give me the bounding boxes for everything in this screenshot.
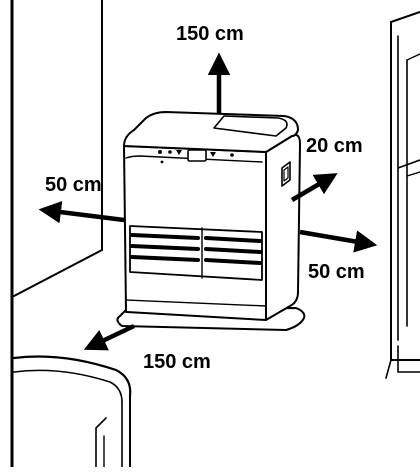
clearance-label-front: 150 cm [143,351,211,373]
clearance-label-top: 150 cm [176,23,244,45]
furniture-corner [12,355,132,468]
arrow-right [299,229,378,253]
heater-illustration [116,111,306,331]
clearance-label-right-back: 20 cm [306,135,363,157]
arrow-right-back [290,173,338,202]
clearance-label-left: 50 cm [45,174,102,196]
clearance-arrows [38,52,378,351]
arrow-front [83,323,135,351]
arrow-left [38,200,125,224]
clearance-label-right: 50 cm [308,261,365,283]
left-wall [10,0,103,469]
right-cabinet [385,11,420,379]
